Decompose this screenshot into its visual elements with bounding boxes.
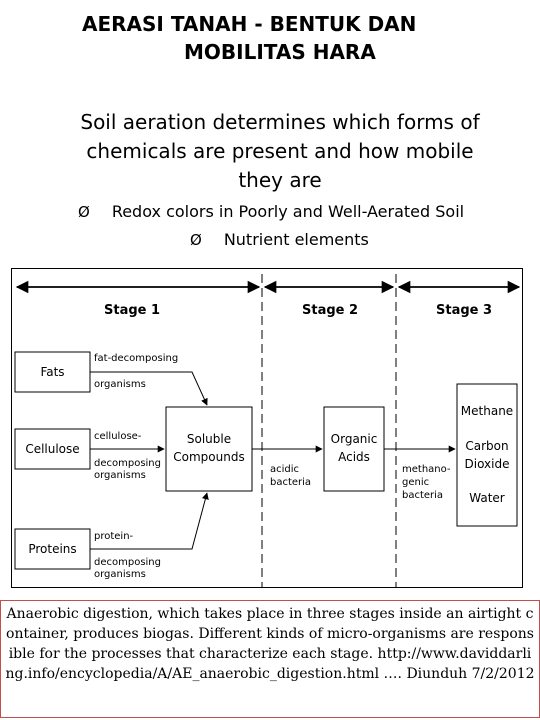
lead-paragraph: Soil aeration determines which forms of … <box>40 108 520 195</box>
bullet-text: Redox colors in Poorly and Well-Aerated … <box>111 202 465 221</box>
soluble-line-2: Compounds <box>173 450 245 464</box>
protein-decomposing-label-2: decomposing <box>94 557 161 568</box>
arrow-bullet-icon: Ø <box>78 203 90 221</box>
fat-decomposing-label: fat-decomposing <box>94 353 179 364</box>
bullet-text: Nutrient elements <box>223 230 369 249</box>
title-line-1: AERASI TANAH - BENTUK DAN <box>82 12 417 36</box>
cellulose-decomposing-label-1: cellulose- <box>94 431 142 442</box>
title-line-2: MOBILITAS HARA <box>184 40 376 64</box>
protein-decomposing-label-1: protein- <box>94 531 134 542</box>
stage-1-label: Stage 1 <box>104 303 161 318</box>
methanogenic-label-2: genic <box>402 477 430 488</box>
stage-3-label: Stage 3 <box>436 303 493 318</box>
dioxide-label: Dioxide <box>464 457 510 471</box>
bullet-nutrient-elements: Ø Nutrient elements <box>190 230 369 250</box>
proteins-label: Proteins <box>28 542 77 556</box>
proteins-arrow <box>90 492 209 550</box>
water-label: Water <box>469 491 505 505</box>
organic-line-1: Organic <box>330 432 378 446</box>
lead-line-1: Soil aeration determines which forms of <box>80 110 480 134</box>
acidic-label-2: bacteria <box>270 477 312 488</box>
slide-title: AERASI TANAH - BENTUK DAN MOBILITAS HARA <box>0 10 540 66</box>
methanogenic-label-1: methano- <box>402 464 451 475</box>
lead-line-2: chemicals are present and how mobile <box>86 139 474 163</box>
carbon-label: Carbon <box>465 439 509 453</box>
organic-acids-box <box>323 406 385 492</box>
cellulose-organisms-label: organisms <box>94 470 146 481</box>
soluble-line-1: Soluble <box>186 432 232 446</box>
protein-organisms-label: organisms <box>94 569 146 580</box>
products-box <box>456 383 518 527</box>
bullet-redox-colors: Ø Redox colors in Poorly and Well-Aerated… <box>78 202 464 222</box>
fats-arrow <box>90 371 208 406</box>
fat-organisms-label: organisms <box>94 379 146 390</box>
fats-label: Fats <box>40 365 65 379</box>
anaerobic-digestion-diagram: Stage 1 Stage 2 Stage 3 Fats Cellulose P… <box>11 268 523 588</box>
caption-box: Anaerobic digestion, which takes place i… <box>0 600 540 718</box>
diagram-lines <box>14 274 521 587</box>
stage-2-label: Stage 2 <box>302 303 359 318</box>
methane-label: Methane <box>460 404 514 418</box>
cellulose-decomposing-label-2: decomposing <box>94 458 161 469</box>
lead-line-3: they are <box>238 168 322 192</box>
methanogenic-label-3: bacteria <box>402 490 444 501</box>
arrow-bullet-icon: Ø <box>190 231 202 249</box>
cellulose-label: Cellulose <box>25 442 80 456</box>
soluble-compounds-box <box>165 406 253 492</box>
caption-text: Anaerobic digestion, which takes place i… <box>5 606 535 682</box>
acidic-label-1: acidic <box>270 464 300 475</box>
organic-line-2: Acids <box>338 450 370 464</box>
